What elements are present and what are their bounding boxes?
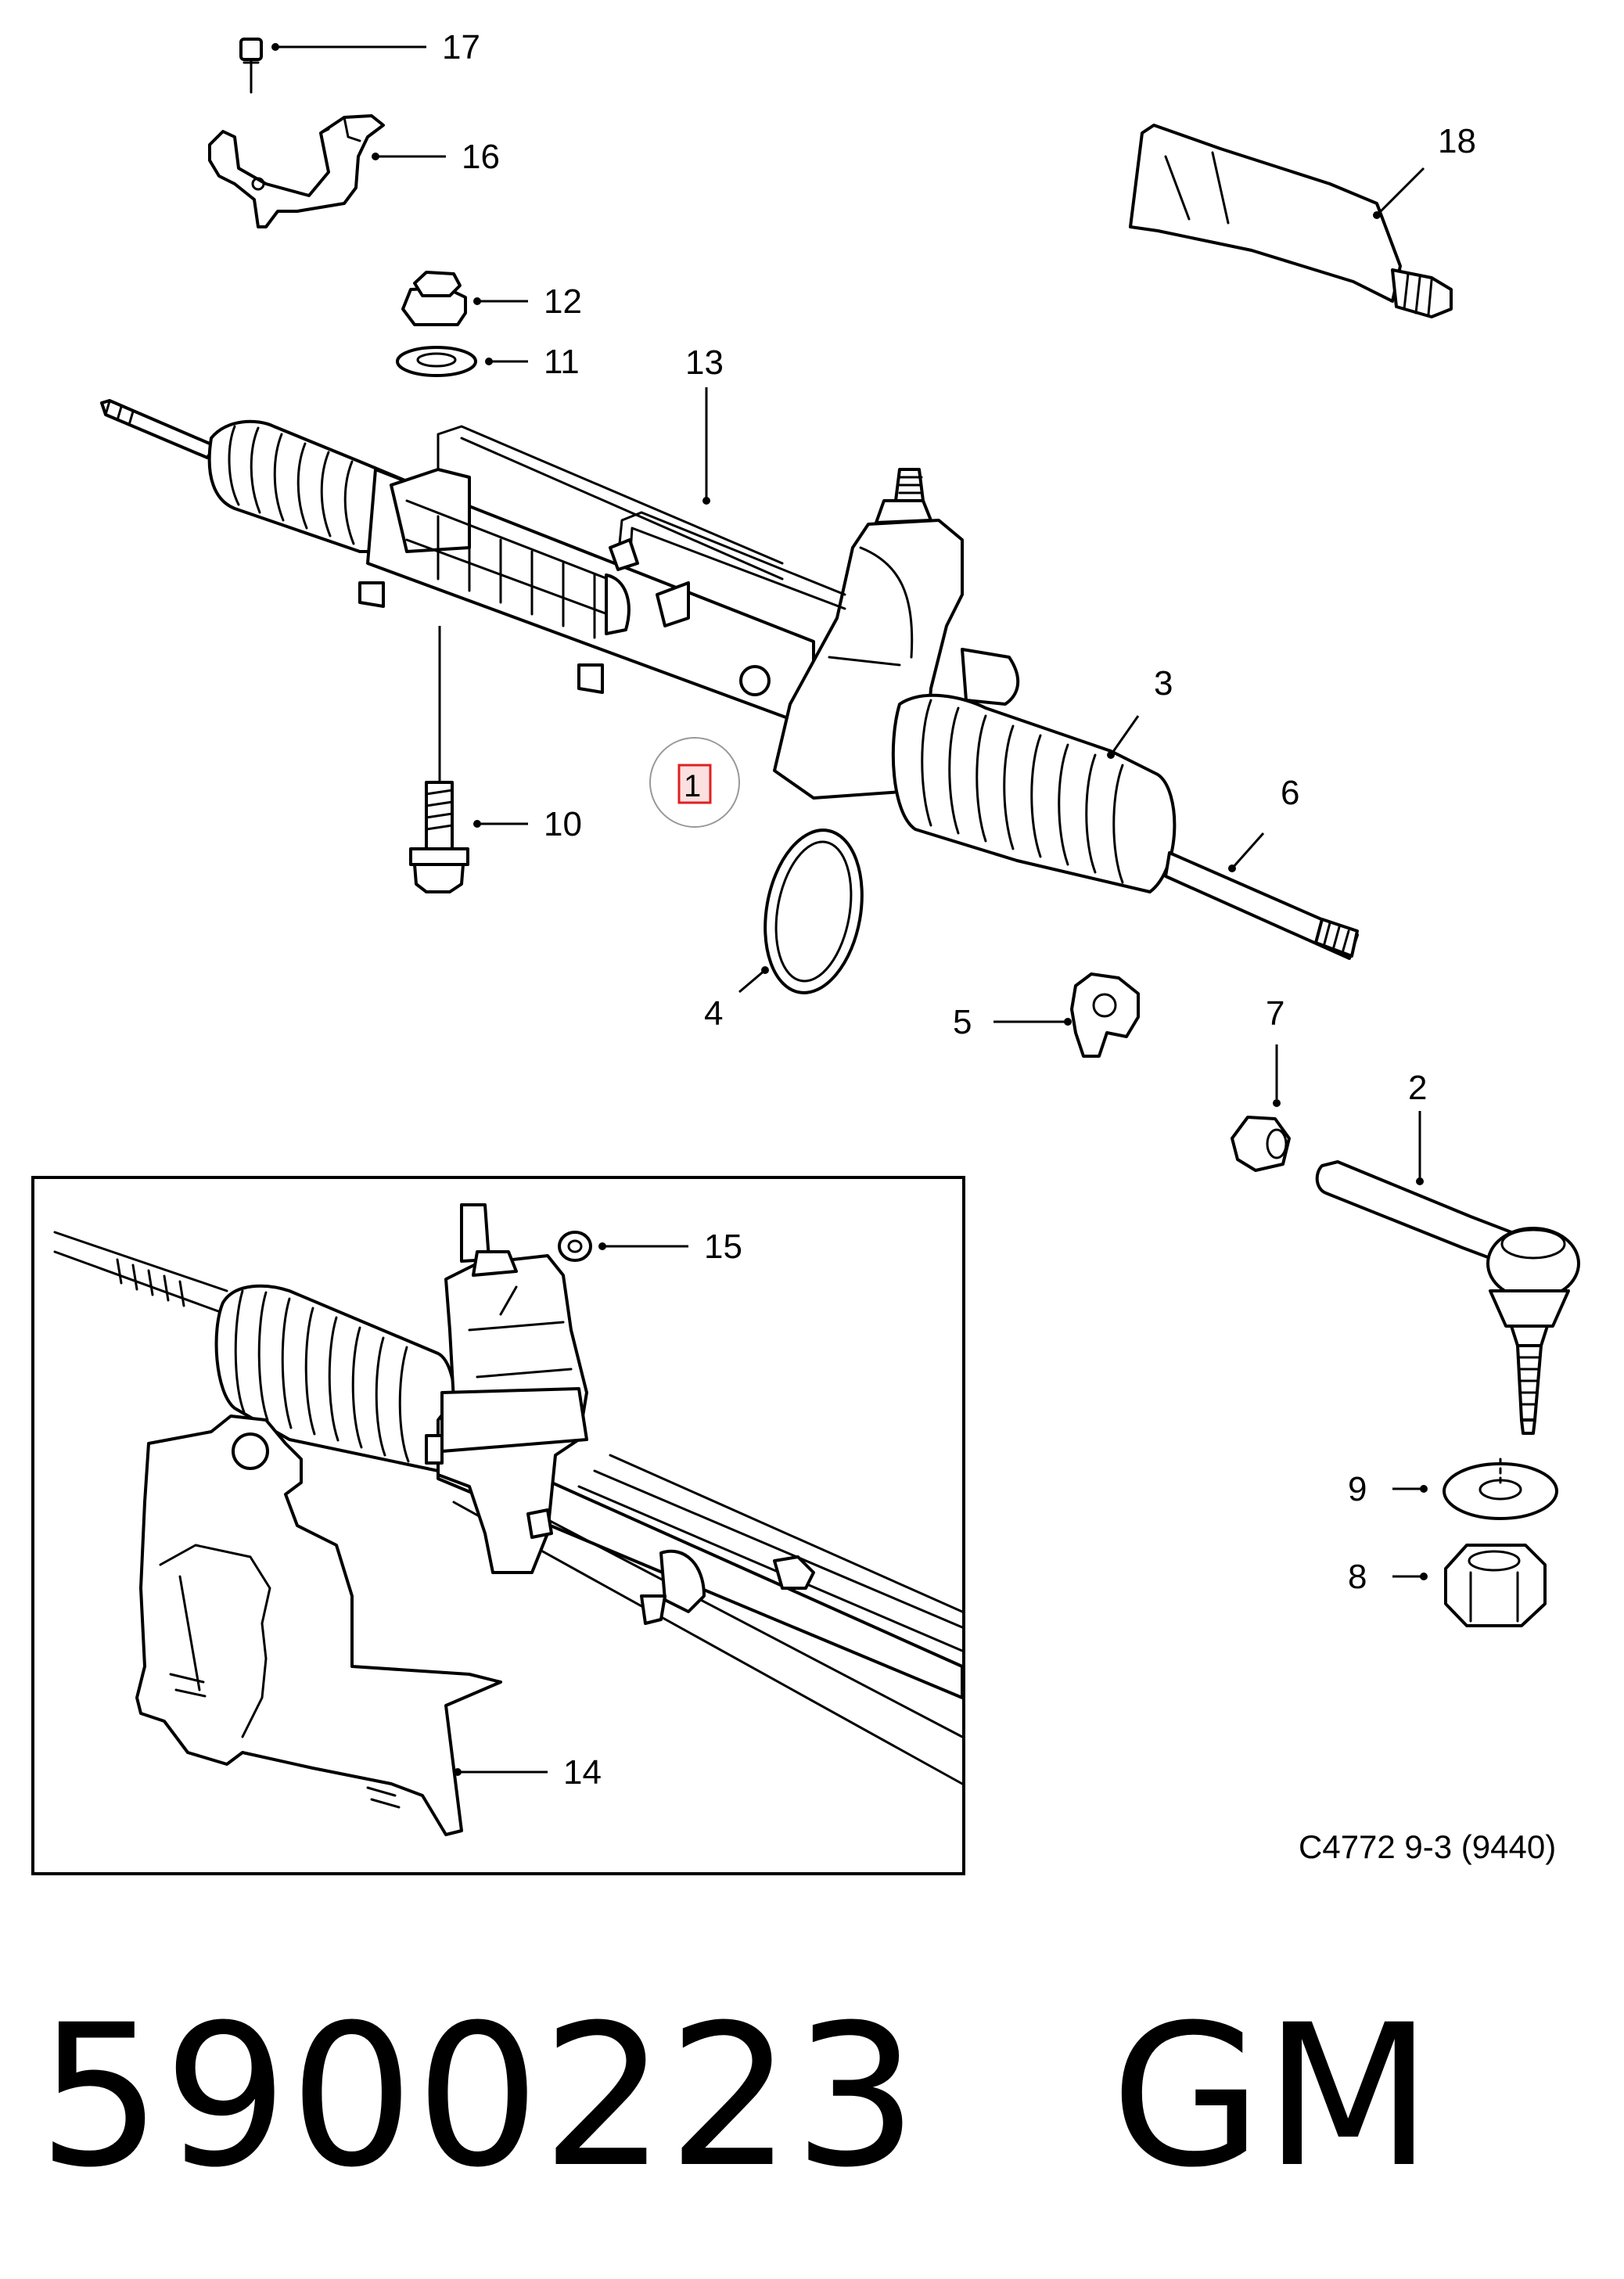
leader-6 — [1228, 832, 1265, 872]
callout-12: 12 — [544, 282, 582, 321]
part-6-tie-rod — [1164, 851, 1359, 960]
part-1-steering-rack — [100, 399, 1020, 800]
leader-16 — [372, 153, 446, 160]
leader-12 — [473, 297, 528, 305]
part-7-nut — [1231, 1116, 1291, 1172]
inset-detail-view — [31, 1176, 965, 1875]
callout-15: 15 — [704, 1228, 742, 1266]
part-8-nut — [1444, 1544, 1547, 1627]
part-18-grease-tube — [1129, 124, 1453, 318]
leader-13 — [702, 387, 710, 505]
callout-7: 7 — [1266, 994, 1284, 1033]
leader-2 — [1416, 1111, 1424, 1185]
leader-9 — [1392, 1485, 1428, 1493]
part-number-caption: 5900223 GM — [38, 1982, 1435, 2210]
callout-11: 11 — [544, 343, 580, 381]
part-16-bracket — [208, 114, 385, 228]
callout-10: 10 — [544, 805, 582, 843]
part-3-bellows — [891, 693, 1177, 893]
callout-1: 1 — [684, 769, 701, 803]
callout-13: 13 — [685, 343, 724, 382]
leader-17 — [271, 43, 426, 51]
leader-11 — [485, 358, 528, 365]
part-9-washer — [1443, 1458, 1558, 1520]
callout-14: 14 — [563, 1753, 602, 1792]
part-2-tie-rod-end — [1315, 1160, 1580, 1435]
callout-6: 6 — [1281, 774, 1299, 812]
callout-5: 5 — [953, 1003, 972, 1041]
leader-5 — [993, 1018, 1072, 1026]
callout-1-marker — [649, 737, 740, 828]
part-11-washer — [396, 346, 477, 377]
callout-18: 18 — [1438, 122, 1476, 160]
part-4-clamp-ring — [763, 829, 864, 994]
callout-16: 16 — [462, 138, 500, 176]
part-17-bolt — [239, 38, 263, 94]
callout-4: 4 — [704, 994, 723, 1033]
leader-8 — [1392, 1573, 1428, 1580]
part-5-clip — [1070, 972, 1140, 1058]
leader-7 — [1273, 1044, 1281, 1107]
callout-3: 3 — [1154, 664, 1173, 703]
diagram-reference: C4772 9-3 (9440) — [1299, 1828, 1556, 1865]
leader-3 — [1107, 715, 1140, 759]
part-10-bolt — [409, 626, 469, 893]
callout-8: 8 — [1348, 1558, 1367, 1596]
part-12-nut — [401, 271, 467, 326]
leader-15 — [598, 1242, 688, 1250]
leader-14 — [454, 1768, 548, 1776]
callout-2: 2 — [1408, 1069, 1427, 1107]
leader-10 — [473, 820, 528, 828]
callout-9: 9 — [1348, 1470, 1367, 1508]
part-15-nut — [558, 1231, 592, 1262]
leader-4 — [738, 966, 769, 994]
callout-17: 17 — [442, 28, 480, 67]
leader-18 — [1373, 167, 1425, 219]
